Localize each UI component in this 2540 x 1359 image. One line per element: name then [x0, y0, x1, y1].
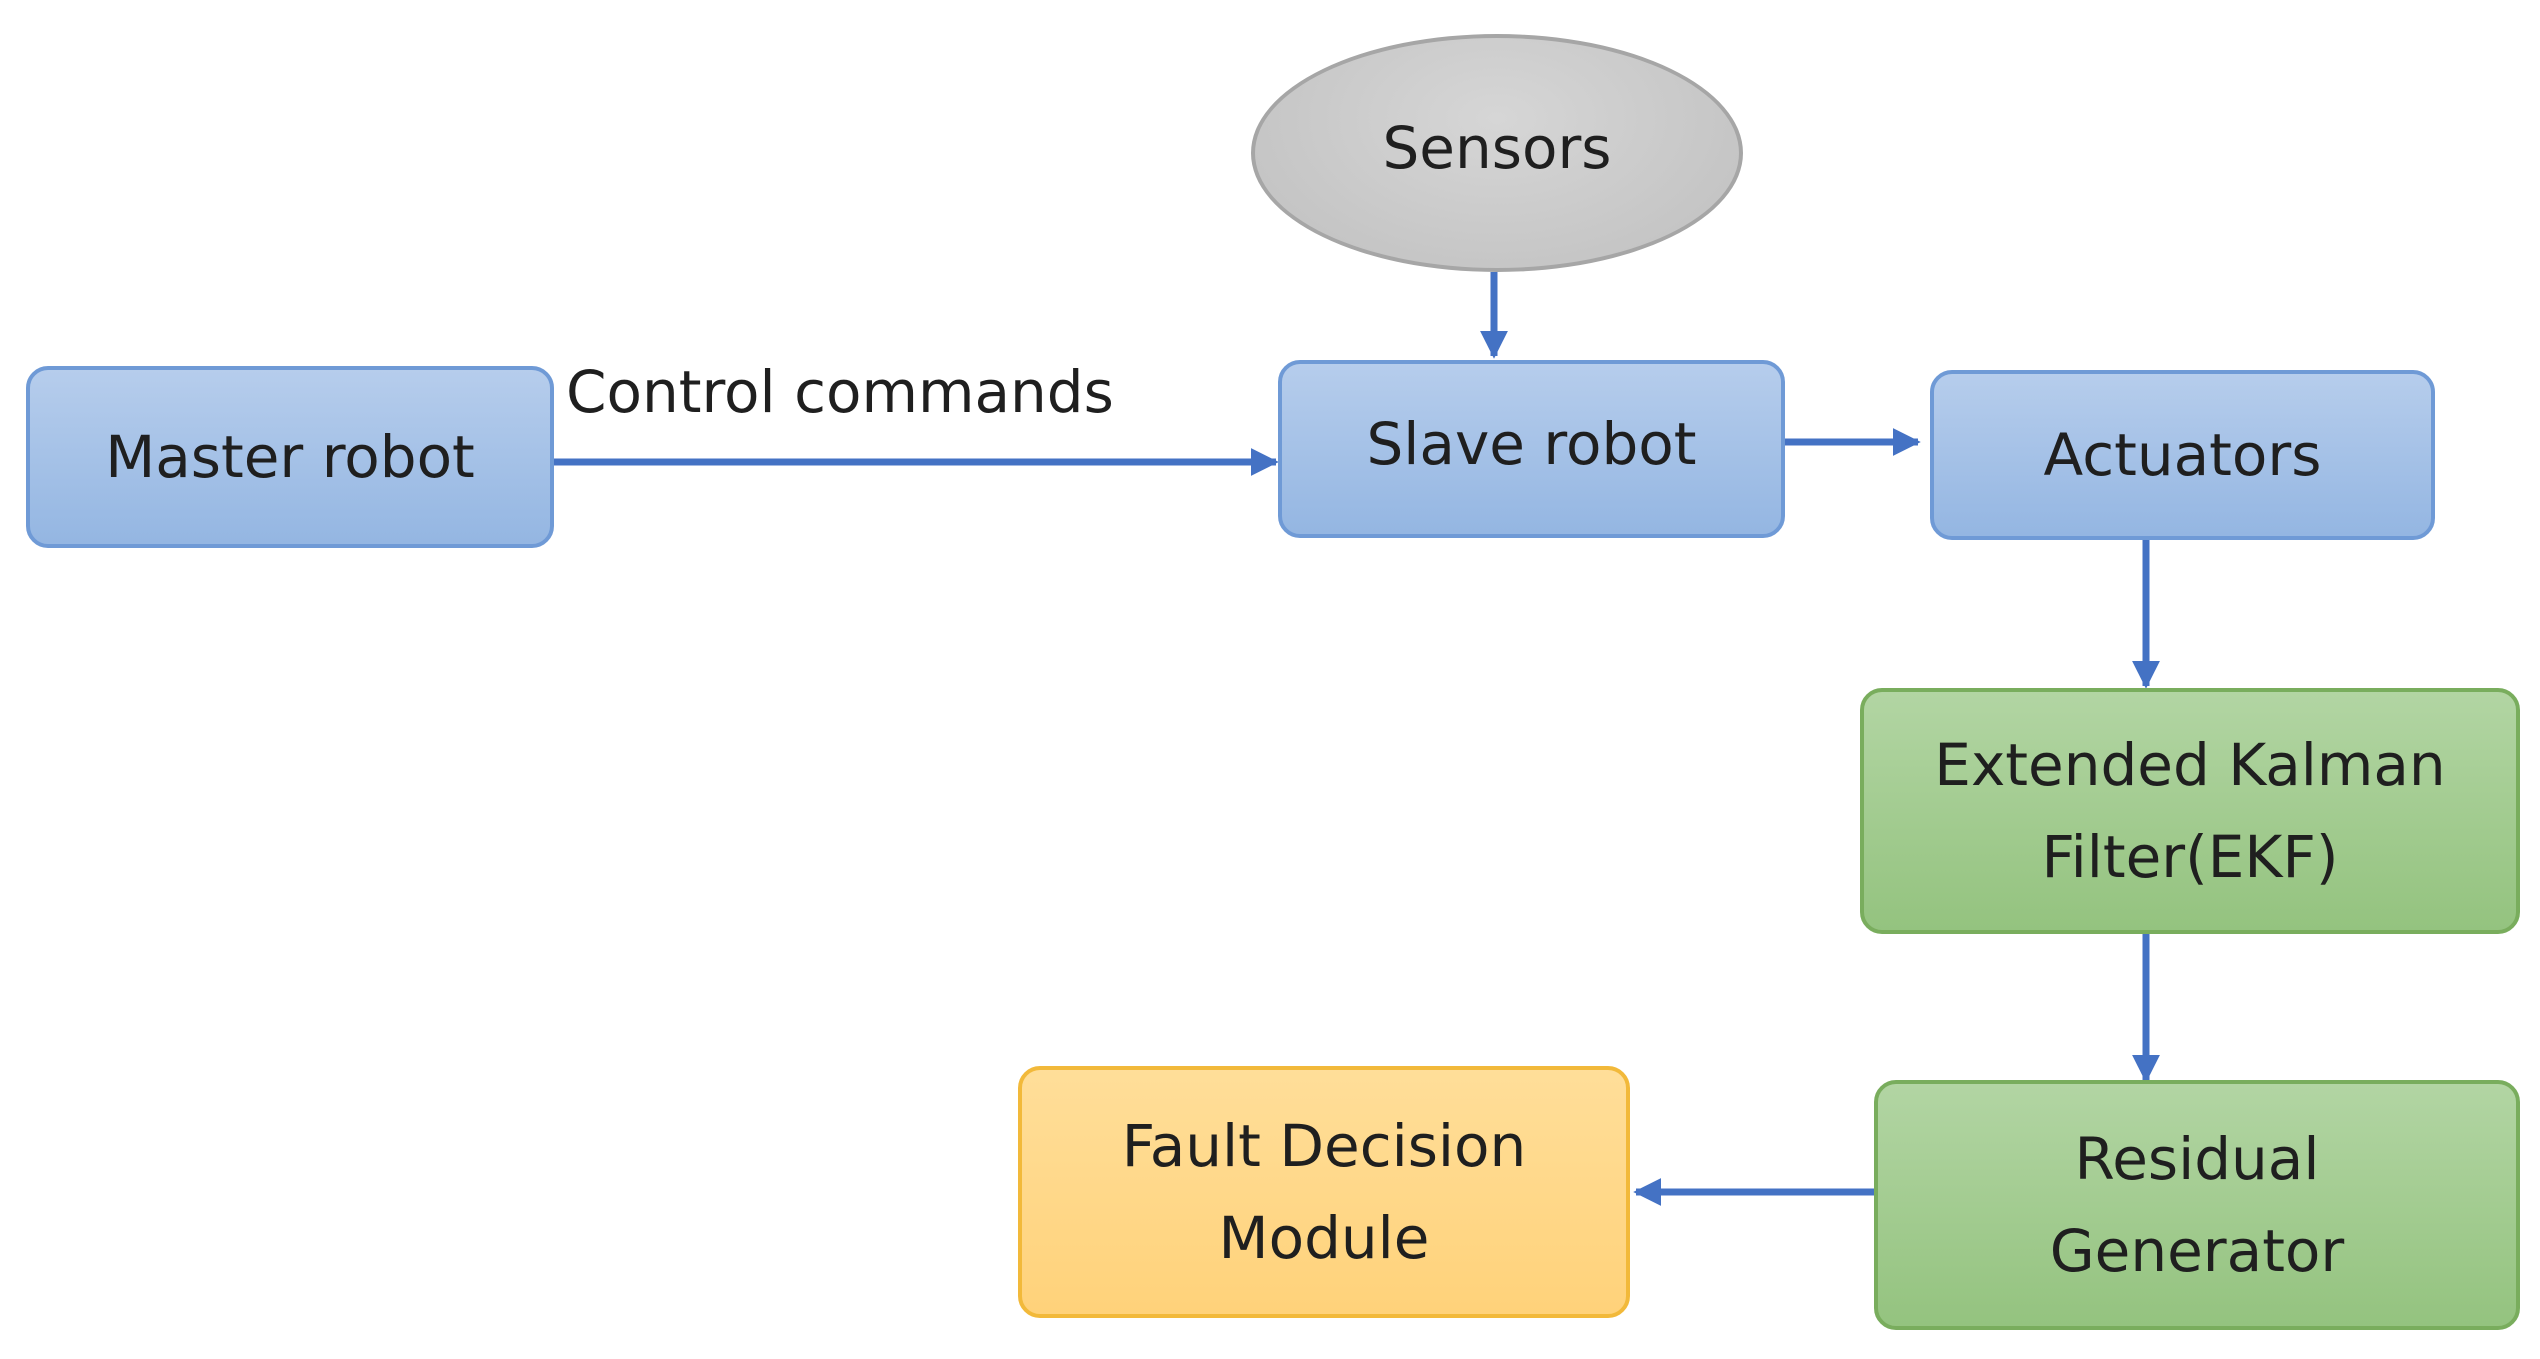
residual-generator-label: Residual Generator	[2049, 1125, 2345, 1285]
master-robot-label: Master robot	[105, 423, 475, 491]
ekf-node: Extended Kalman Filter(EKF)	[1860, 688, 2520, 934]
sensors-label: Sensors	[1382, 114, 1612, 182]
fault-decision-module-label: Fault Decision Module	[1121, 1112, 1527, 1272]
slave-robot-node: Slave robot	[1278, 360, 1785, 538]
actuators-node: Actuators	[1930, 370, 2435, 540]
master-robot-node: Master robot	[26, 366, 554, 548]
sensors-node: Sensors	[1251, 34, 1743, 272]
ekf-label: Extended Kalman Filter(EKF)	[1934, 731, 2446, 891]
actuators-label: Actuators	[2043, 421, 2322, 489]
control-commands-label: Control commands	[566, 358, 1114, 426]
residual-generator-node: Residual Generator	[1874, 1080, 2520, 1330]
fault-decision-module-node: Fault Decision Module	[1018, 1066, 1630, 1318]
slave-robot-label: Slave robot	[1366, 410, 1697, 478]
